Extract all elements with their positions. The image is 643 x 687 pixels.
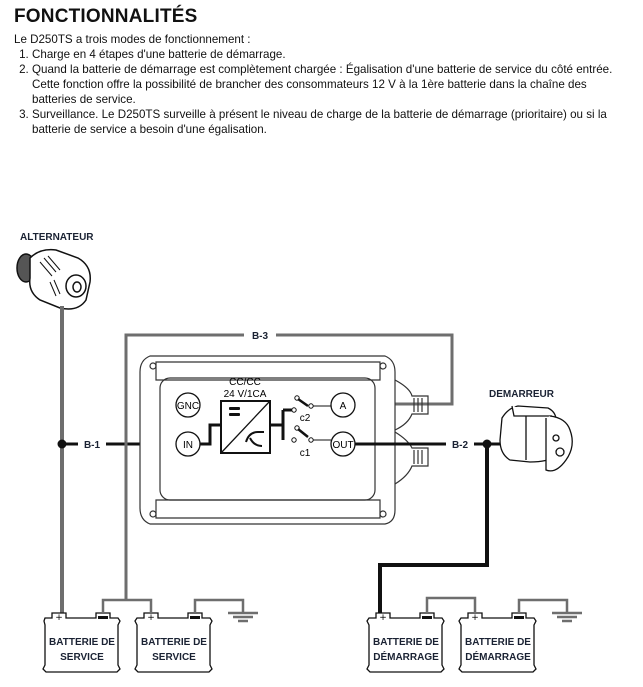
mode-item: Charge en 4 étapes d'une batterie de dém…	[32, 47, 624, 62]
junction-dot	[57, 439, 67, 449]
starter-label: DEMARREUR	[489, 389, 555, 400]
svg-text:BATTERIE DE: BATTERIE DE	[373, 637, 439, 648]
svg-text:A: A	[340, 401, 347, 412]
wire-b3	[124, 333, 454, 600]
svg-text:BATTERIE DE: BATTERIE DE	[141, 637, 207, 648]
intro-text: Le D250TS a trois modes de fonctionnemen…	[14, 32, 624, 137]
svg-text:OUT: OUT	[332, 440, 353, 451]
terminal-gnc: GNC	[175, 392, 201, 418]
svg-text:SERVICE: SERVICE	[152, 652, 196, 663]
battery-service-2: + BATTERIE DE SERVICE	[134, 612, 213, 673]
switch-c2-label: c2	[300, 413, 311, 424]
plus-sign: +	[55, 613, 63, 623]
terminal-in: IN	[175, 431, 201, 457]
battery-starter-2: + BATTERIE DE DÉMARRAGE	[458, 612, 537, 673]
alternator-icon	[16, 248, 91, 310]
svg-text:DÉMARRAGE: DÉMARRAGE	[465, 650, 531, 663]
page-title: FONCTIONNALITÉS	[14, 6, 198, 27]
wire-starter-battery	[378, 444, 489, 613]
terminal-out: OUT	[330, 431, 356, 457]
mode-item: Quand la batterie de démarrage est compl…	[32, 62, 624, 107]
svg-text:SERVICE: SERVICE	[60, 652, 104, 663]
modes-list: Charge en 4 étapes d'une batterie de dém…	[14, 47, 624, 137]
ground-icon	[228, 611, 258, 623]
battery-service-1: + BATTERIE DE SERVICE	[42, 612, 121, 673]
wire-label-b1: B-1	[84, 440, 101, 451]
alternator-label: ALTERNATEUR	[20, 232, 94, 243]
ground-icon	[552, 611, 582, 623]
svg-text:+: +	[379, 613, 387, 623]
svg-text:+: +	[147, 613, 155, 623]
svg-text:BATTERIE DE: BATTERIE DE	[49, 637, 115, 648]
switch-c1-label: c1	[300, 448, 311, 459]
dc-dc-converter	[220, 400, 271, 454]
svg-text:IN: IN	[183, 440, 193, 451]
intro-line: Le D250TS a trois modes de fonctionnemen…	[14, 33, 251, 46]
battery-starter-1: + BATTERIE DE DÉMARRAGE	[366, 612, 445, 673]
svg-text:GNC: GNC	[177, 401, 199, 412]
starter-icon	[499, 405, 573, 472]
switch-c2	[291, 395, 331, 413]
wire-label-b2: B-2	[452, 440, 469, 451]
converter-label-2: 24 V/1CA	[224, 389, 267, 400]
minus-sign	[98, 616, 108, 619]
terminal-a: A	[330, 392, 356, 418]
svg-text:+: +	[471, 613, 479, 623]
converter-label-1: CC/CC	[229, 377, 261, 388]
svg-text:DÉMARRAGE: DÉMARRAGE	[373, 650, 439, 663]
svg-text:BATTERIE DE: BATTERIE DE	[465, 637, 531, 648]
wire-label-b3: B-3	[252, 331, 269, 342]
switch-c1	[291, 425, 331, 443]
mode-item: Surveillance. Le D250TS surveille à prés…	[32, 107, 624, 137]
